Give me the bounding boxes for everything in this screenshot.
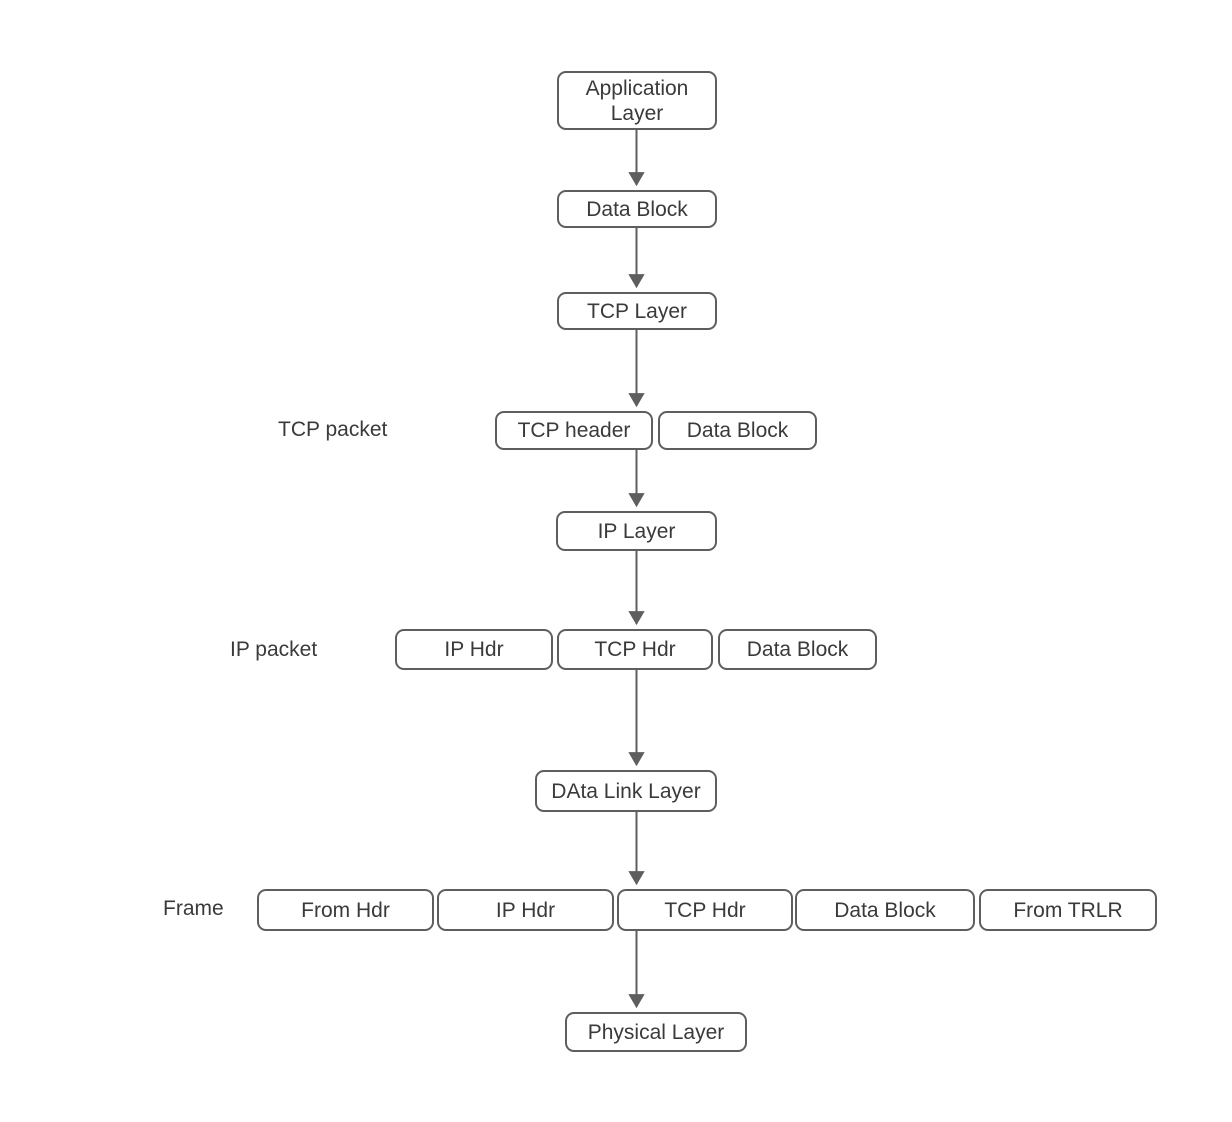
node-ip-hdr: IP Hdr bbox=[395, 629, 553, 670]
label-tcp-packet: TCP packet bbox=[278, 418, 388, 441]
label-frame: Frame bbox=[163, 897, 224, 920]
node-frame-ip-hdr: IP Hdr bbox=[437, 889, 614, 931]
node-ip-layer: IP Layer bbox=[556, 511, 717, 551]
label-ip-packet: IP packet bbox=[230, 638, 318, 661]
node-application-layer: Application Layer bbox=[557, 71, 717, 130]
node-frame-tcp-hdr: TCP Hdr bbox=[617, 889, 793, 931]
node-tcp-header: TCP header bbox=[495, 411, 653, 450]
node-frame-from-trlr: From TRLR bbox=[979, 889, 1157, 931]
node-data-block-ip: Data Block bbox=[718, 629, 877, 670]
node-frame-from-hdr: From Hdr bbox=[257, 889, 434, 931]
node-tcp-layer: TCP Layer bbox=[557, 292, 717, 330]
node-frame-data-block: Data Block bbox=[795, 889, 975, 931]
node-data-link-layer: DAta Link Layer bbox=[535, 770, 717, 812]
node-data-block-tcp: Data Block bbox=[658, 411, 817, 450]
node-tcp-hdr: TCP Hdr bbox=[557, 629, 713, 670]
node-data-block-app: Data Block bbox=[557, 190, 717, 228]
node-physical-layer: Physical Layer bbox=[565, 1012, 747, 1052]
